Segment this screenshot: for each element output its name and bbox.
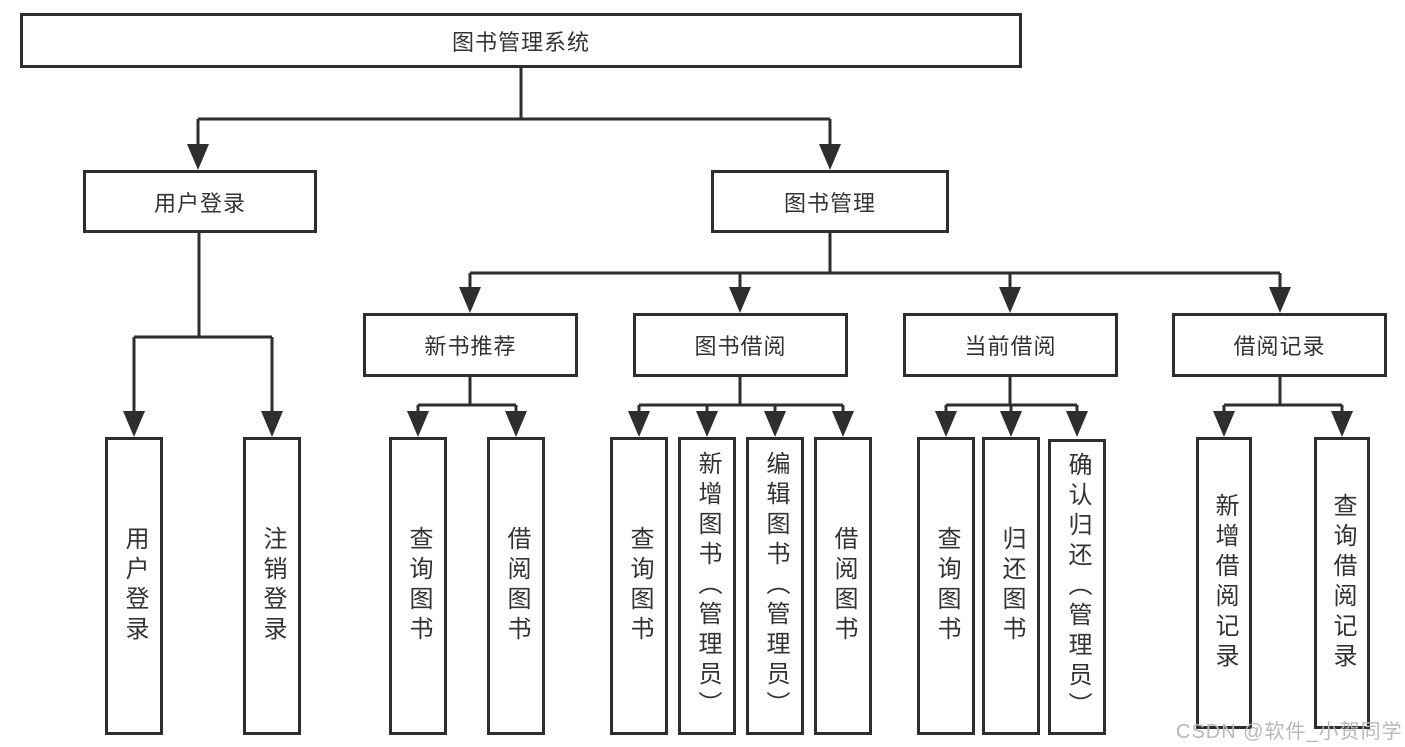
leaf-records-query-label: 查询借阅记录 (1329, 493, 1356, 673)
node-root: 图书管理系统 (20, 13, 1022, 68)
watermark: CSDN @软件_小贺同学 (1176, 721, 1403, 743)
node-user-login-label: 用户登录 (153, 190, 246, 216)
node-book-borrow-label: 图书借阅 (694, 334, 787, 359)
leaf-records-add-label: 新增借阅记录 (1211, 493, 1238, 673)
leaf-current-query: 查询图书 (917, 437, 975, 735)
leaf-user-login: 用户登录 (105, 437, 163, 735)
leaf-current-confirm-admin: 确认归还（管理员） (1048, 439, 1106, 735)
node-new-book-recommend-label: 新书推荐 (424, 334, 517, 359)
node-borrow-records: 借阅记录 (1172, 313, 1387, 377)
node-new-book-recommend: 新书推荐 (363, 313, 578, 377)
leaf-records-query: 查询借阅记录 (1314, 437, 1370, 729)
connector-current-to-leaves (935, 377, 1088, 437)
leaf-logout-label: 注销登录 (259, 526, 286, 646)
leaf-logout: 注销登录 (243, 437, 301, 735)
leaf-borrow-edit-admin-label: 编辑图书（管理员） (762, 451, 789, 721)
leaf-newbooks-borrow-label: 借阅图书 (503, 526, 530, 646)
leaf-current-return: 归还图书 (982, 437, 1040, 735)
leaf-borrow-edit-admin: 编辑图书（管理员） (746, 437, 804, 735)
leaf-records-add: 新增借阅记录 (1196, 437, 1252, 729)
leaf-borrow-query-label: 查询图书 (626, 526, 653, 646)
node-book-management: 图书管理 (711, 170, 949, 233)
connector-newbooks-to-leaves (407, 377, 527, 437)
leaf-newbooks-borrow: 借阅图书 (487, 437, 545, 735)
connector-userlogin-to-leaves (123, 233, 283, 437)
leaf-borrow-borrow-label: 借阅图书 (830, 526, 857, 646)
connector-bookmgmt-to-row3 (459, 233, 1291, 313)
leaf-current-return-label: 归还图书 (998, 526, 1025, 646)
leaf-borrow-borrow: 借阅图书 (814, 437, 872, 735)
leaf-current-confirm-admin-label: 确认归还（管理员） (1064, 452, 1091, 722)
connector-records-to-leaves (1213, 377, 1353, 437)
node-book-borrow: 图书借阅 (633, 313, 848, 377)
node-current-borrow-label: 当前借阅 (964, 334, 1057, 359)
leaf-user-login-label: 用户登录 (121, 526, 148, 646)
leaf-borrow-add-admin: 新增图书（管理员） (678, 437, 736, 735)
node-book-management-label: 图书管理 (783, 190, 876, 216)
node-root-label: 图书管理系统 (451, 29, 590, 55)
leaf-borrow-query: 查询图书 (610, 437, 668, 735)
leaf-borrow-add-admin-label: 新增图书（管理员） (694, 451, 721, 721)
leaf-newbooks-query-label: 查询图书 (405, 526, 432, 646)
node-user-login: 用户登录 (83, 170, 317, 233)
leaf-newbooks-query: 查询图书 (389, 437, 447, 735)
node-borrow-records-label: 借阅记录 (1233, 334, 1326, 359)
leaf-current-query-label: 查询图书 (933, 526, 960, 646)
connector-root-to-branches (187, 68, 841, 170)
node-current-borrow: 当前借阅 (903, 313, 1118, 377)
connector-borrow-to-leaves (628, 377, 854, 437)
